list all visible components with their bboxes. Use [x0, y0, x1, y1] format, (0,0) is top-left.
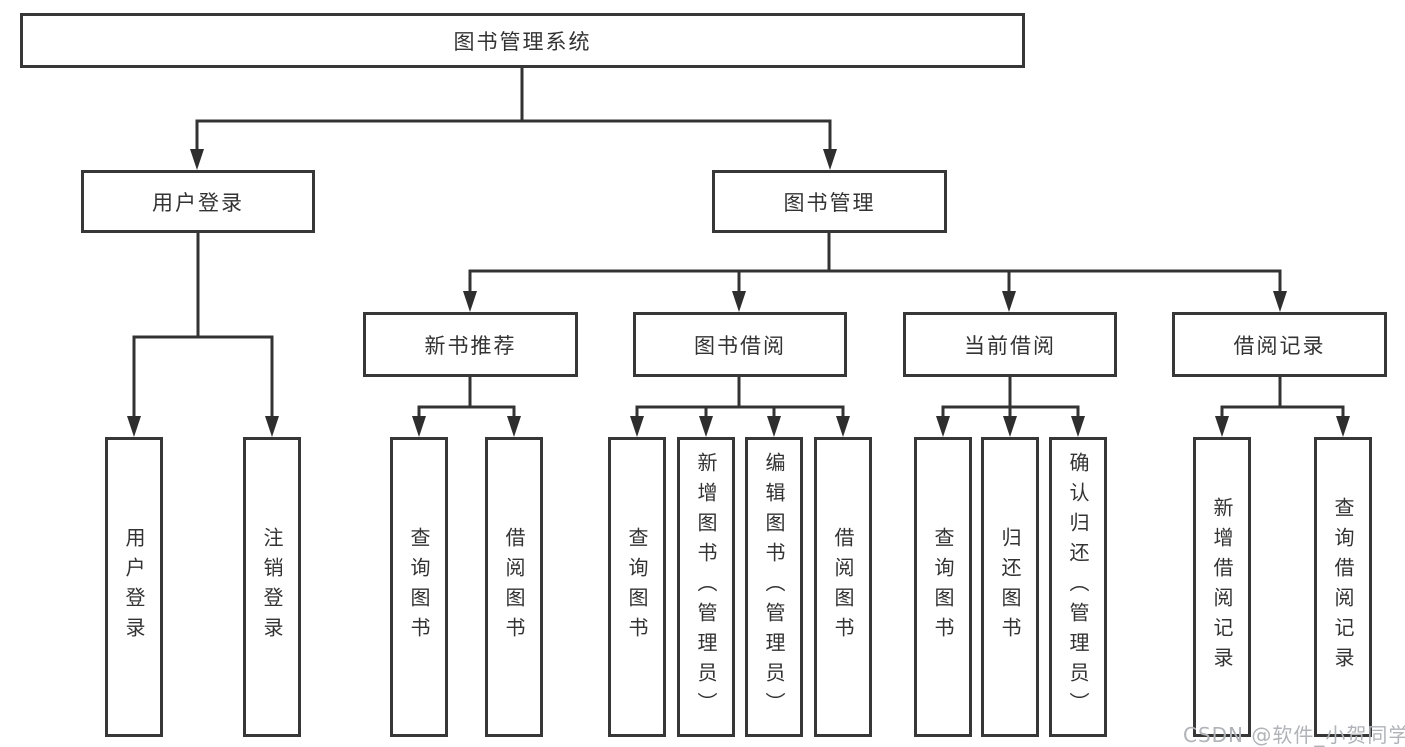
node-book-borrowing-label: 图书借阅 — [694, 333, 786, 358]
leaf-return-book-label: 归还图书 — [998, 527, 1022, 647]
node-user-login-branch-label: 用户登录 — [152, 190, 244, 215]
node-root-system-label: 图书管理系统 — [453, 29, 592, 54]
node-book-borrowing: 图书借阅 — [633, 312, 847, 377]
leaf-logout: 注销登录 — [243, 437, 301, 737]
node-book-management: 图书管理 — [712, 170, 947, 233]
leaf-add-book-admin: 新增图书（管理员） — [677, 437, 735, 737]
node-new-book-recommend-label: 新书推荐 — [424, 333, 517, 358]
leaf-query-books-borrowing: 查询图书 — [608, 437, 666, 737]
leaf-query-books-recommend: 查询图书 — [390, 437, 448, 737]
leaf-query-borrow-record: 查询借阅记录 — [1314, 437, 1372, 737]
leaf-query-books-current-label: 查询图书 — [931, 527, 955, 647]
node-book-management-label: 图书管理 — [783, 190, 876, 215]
leaf-query-borrow-record-label: 查询借阅记录 — [1331, 497, 1355, 677]
leaf-edit-book-admin: 编辑图书（管理员） — [745, 437, 803, 737]
leaf-borrow-books-borrowing-label: 借阅图书 — [831, 527, 855, 647]
node-current-borrowing: 当前借阅 — [903, 312, 1117, 377]
leaf-add-book-admin-label: 新增图书（管理员） — [694, 452, 718, 722]
node-user-login-branch: 用户登录 — [81, 170, 315, 233]
leaf-borrow-books-recommend: 借阅图书 — [485, 437, 543, 737]
node-borrowing-records-label: 借阅记录 — [1233, 333, 1326, 358]
leaf-user-login: 用户登录 — [105, 437, 163, 737]
leaf-borrow-books-recommend-label: 借阅图书 — [502, 527, 526, 647]
leaf-confirm-return-admin: 确认归还（管理员） — [1049, 437, 1107, 737]
csdn-watermark: CSDN @软件_小贺同学 — [1183, 723, 1405, 747]
node-root-system: 图书管理系统 — [20, 13, 1025, 68]
leaf-borrow-books-borrowing: 借阅图书 — [814, 437, 872, 737]
leaf-query-books-borrowing-label: 查询图书 — [625, 527, 649, 647]
node-new-book-recommend: 新书推荐 — [363, 312, 578, 377]
leaf-add-borrow-record-label: 新增借阅记录 — [1210, 497, 1234, 677]
leaf-query-books-current: 查询图书 — [914, 437, 972, 737]
leaf-query-books-recommend-label: 查询图书 — [407, 527, 431, 647]
leaf-logout-label: 注销登录 — [260, 527, 284, 647]
node-borrowing-records: 借阅记录 — [1172, 312, 1387, 377]
leaf-edit-book-admin-label: 编辑图书（管理员） — [762, 452, 786, 722]
leaf-user-login-label: 用户登录 — [122, 527, 146, 647]
leaf-add-borrow-record: 新增借阅记录 — [1193, 437, 1251, 737]
leaf-return-book: 归还图书 — [981, 437, 1039, 737]
leaf-confirm-return-admin-label: 确认归还（管理员） — [1066, 452, 1090, 722]
node-current-borrowing-label: 当前借阅 — [964, 333, 1056, 358]
